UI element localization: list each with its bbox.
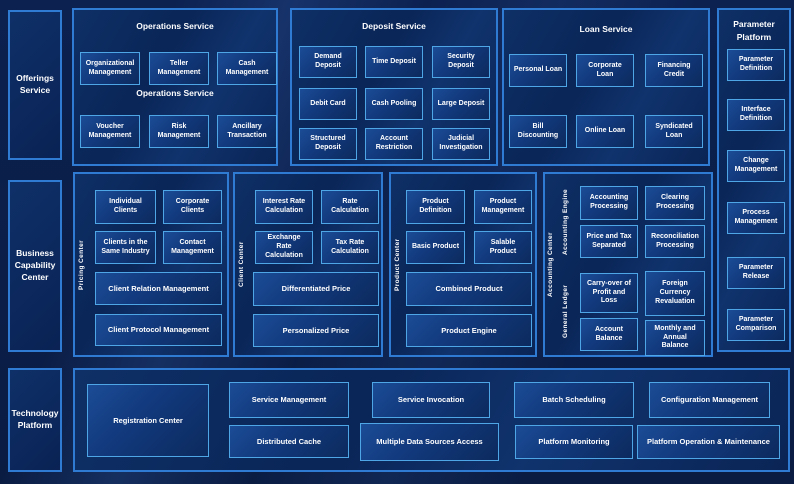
box-parameter-release: Parameter Release (727, 257, 785, 289)
box-structured-deposit: Structured Deposit (299, 128, 357, 160)
box-personal-loan: Personal Loan (509, 54, 567, 87)
box-account-restriction: Account Restriction (365, 128, 423, 160)
box-process-management: Process Management (727, 202, 785, 234)
layer-label: Offerings Service (16, 73, 54, 95)
box-interface-definition: Interface Definition (727, 99, 785, 131)
box-product-engine: Product Engine (406, 314, 532, 347)
box-salable-product: Salable Product (474, 231, 532, 264)
client-center-vertical-label: Client Center (238, 241, 245, 288)
box-client-protocol-management: Client Protocol Management (95, 314, 222, 346)
box-basic-product: Basic Product (406, 231, 465, 264)
box-personalized-price: Personalized Price (253, 314, 379, 347)
box-corporate-clients: Corporate Clients (163, 190, 222, 224)
product-center-panel: Product Center Product Definition Produc… (389, 172, 537, 357)
general-ledger-vertical-label: General Ledger (562, 284, 569, 338)
panel-subtitle: Operations Service (136, 88, 214, 98)
box-product-management: Product Management (474, 190, 532, 224)
box-organizational-management: Organizational Management (80, 52, 140, 85)
box-service-invocation: Service Invocation (372, 382, 490, 418)
box-corporate-loan: Corporate Loan (576, 54, 634, 87)
box-clearing-processing: Clearing Processing (645, 186, 705, 220)
box-time-deposit: Time Deposit (365, 46, 423, 78)
box-voucher-management: Voucher Management (80, 115, 140, 148)
layer-label: Technology Platform (11, 408, 59, 430)
box-ancillary-transaction: Ancillary Transaction (217, 115, 277, 148)
box-teller-management: Teller Management (149, 52, 209, 85)
client-center-panel: Client Center Interest Rate Calculation … (233, 172, 383, 357)
layer-offerings-service: Offerings Service (8, 10, 62, 160)
box-differentiated-price: Differentiated Price (253, 272, 379, 306)
box-parameter-definition: Parameter Definition (727, 49, 785, 81)
box-large-deposit: Large Deposit (432, 88, 490, 120)
box-contact-management: Contact Management (163, 231, 222, 264)
layer-technology-platform: Technology Platform (8, 368, 62, 472)
box-financing-credit: Financing Credit (645, 54, 703, 87)
accounting-center-vertical-label: Accounting Center (547, 232, 554, 297)
box-bill-discounting: Bill Discounting (509, 115, 567, 148)
pricing-center-vertical-label: Pricing Center (78, 239, 85, 290)
box-judicial-investigation: Judicial Investigation (432, 128, 490, 160)
box-accounting-processing: Accounting Processing (580, 186, 638, 220)
deposit-service-panel: Deposit Service Demand Deposit Time Depo… (290, 8, 498, 166)
parameter-platform-panel: Parameter Platform Parameter Definition … (717, 8, 791, 352)
pricing-center-panel: Pricing Center Individual Clients Corpor… (73, 172, 229, 357)
box-exchange-rate-calculation: Exchange Rate Calculation (255, 231, 313, 264)
box-cash-pooling: Cash Pooling (365, 88, 423, 120)
box-individual-clients: Individual Clients (95, 190, 156, 224)
box-cash-management: Cash Management (217, 52, 277, 85)
box-account-balance: Account Balance (580, 318, 638, 351)
panel-title: Parameter Platform (733, 19, 775, 42)
panel-title: Operations Service (136, 21, 214, 31)
box-price-and-tax-separated: Price and Tax Separated (580, 225, 638, 258)
panel-title: Deposit Service (362, 21, 426, 31)
box-combined-product: Combined Product (406, 272, 532, 306)
layer-label: Business Capability Center (14, 248, 56, 282)
box-risk-management: Risk Management (149, 115, 209, 148)
box-platform-monitoring: Platform Monitoring (515, 425, 633, 459)
box-configuration-management: Configuration Management (649, 382, 770, 418)
technology-platform-panel: Registration Center Service Management D… (73, 368, 790, 472)
box-carry-over-profit-loss: Carry-over of Profit and Loss (580, 273, 638, 313)
box-distributed-cache: Distributed Cache (229, 425, 349, 458)
operations-service-panel: Operations Service Organizational Manage… (72, 8, 278, 166)
box-security-deposit: Security Deposit (432, 46, 490, 78)
box-reconciliation-processing: Reconciliation Processing (645, 225, 705, 258)
box-change-management: Change Management (727, 150, 785, 182)
accounting-engine-vertical-label: Accounting Engine (562, 188, 569, 256)
box-batch-scheduling: Batch Scheduling (514, 382, 634, 418)
box-monthly-annual-balance: Monthly and Annual Balance (645, 320, 705, 356)
panel-title: Loan Service (579, 24, 633, 34)
box-multiple-data-sources-access: Multiple Data Sources Access (360, 423, 499, 461)
box-syndicated-loan: Syndicated Loan (645, 115, 703, 148)
loan-service-panel: Loan Service Personal Loan Corporate Loa… (502, 8, 710, 166)
accounting-center-panel: Accounting Center Accounting Engine Gene… (543, 172, 713, 357)
box-product-definition: Product Definition (406, 190, 465, 224)
box-debit-card: Debit Card (299, 88, 357, 120)
box-registration-center: Registration Center (87, 384, 209, 457)
box-platform-operation-maintenance: Platform Operation & Maintenance (637, 425, 780, 459)
box-online-loan: Online Loan (576, 115, 634, 148)
product-center-vertical-label: Product Center (394, 238, 401, 291)
box-foreign-currency-revaluation: Foreign Currency Revaluation (645, 271, 705, 316)
box-interest-rate-calculation: Interest Rate Calculation (255, 190, 313, 224)
box-service-management: Service Management (229, 382, 349, 418)
box-client-relation-management: Client Relation Management (95, 272, 222, 305)
box-demand-deposit: Demand Deposit (299, 46, 357, 78)
box-clients-same-industry: Clients in the Same Industry (95, 231, 156, 264)
layer-business-capability-center: Business Capability Center (8, 180, 62, 352)
box-rate-calculation: Rate Calculation (321, 190, 379, 224)
box-parameter-comparison: Parameter Comparison (727, 309, 785, 341)
box-tax-rate-calculation: Tax Rate Calculation (321, 231, 379, 264)
